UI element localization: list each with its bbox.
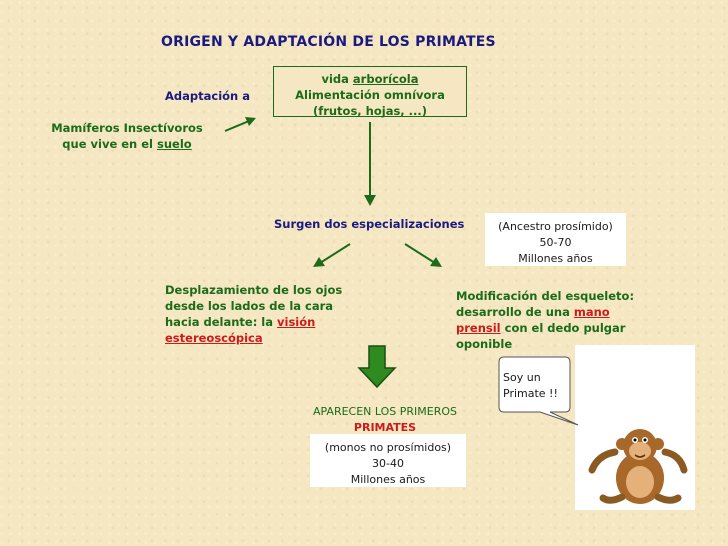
mamiferos-line1: Mamíferos Insectívoros [51, 121, 203, 135]
mamiferos-line2: que vive en el suelo [47, 136, 207, 152]
arrow-mamiferos-to-adaptacion [224, 117, 256, 132]
esqueleto-line2-prefix: desarrollo de una [456, 305, 574, 319]
speech-bubble [498, 356, 579, 426]
estereoscopica-link[interactable]: estereoscópica [165, 331, 263, 345]
esqueleto-line1: Modificación del esqueleto: [456, 289, 635, 303]
ancestro-line1: (Ancestro prosímido) [498, 220, 613, 233]
prensil-link[interactable]: prensil [456, 321, 501, 335]
vision-link[interactable]: visión [277, 315, 316, 329]
page-title: ORIGEN Y ADAPTACIÓN DE LOS PRIMATES [161, 34, 496, 50]
arboricola-link[interactable]: arborícola [352, 72, 419, 86]
arboricola-line1-prefix: vida [321, 72, 353, 86]
mano-link[interactable]: mano [573, 305, 610, 319]
mamiferos-line2-prefix: que vive en el [62, 137, 157, 151]
arboricola-line3: (frutos, hojas, ...) [312, 104, 428, 118]
aparecen-line2: PRIMATES [353, 421, 417, 434]
mamiferos-text: Mamíferos Insectívoros que vive en el su… [47, 120, 207, 152]
big-down-arrow [357, 345, 397, 389]
ojos-text: Desplazamiento de los ojos desde los lad… [165, 282, 365, 346]
ancestro-line2: 50-70 [539, 236, 572, 249]
esqueleto-line3: prensil con el dedo pulgar [456, 320, 656, 336]
arboricola-box: vida arborícola Alimentación omnívora (f… [273, 66, 467, 118]
arrow-to-ojos [313, 243, 351, 267]
ancestro-box: (Ancestro prosímido) 50-70 Millones años [485, 213, 626, 266]
adaptacion-label: Adaptación a [165, 89, 250, 103]
esqueleto-line2: desarrollo de una mano [456, 304, 656, 320]
ojos-line2: desde los lados de la cara [165, 299, 334, 313]
monos-line3: Millones años [350, 473, 426, 486]
aparecen-text: APARECEN LOS PRIMEROS PRIMATES [300, 404, 470, 436]
arboricola-line2: Alimentación omnívora [295, 88, 445, 102]
aparecen-line1: APARECEN LOS PRIMEROS [312, 405, 458, 418]
arboricola-line1: vida arborícola [274, 71, 466, 87]
speech-line2: Primate !! [503, 387, 558, 400]
ancestro-line3: Millones años [518, 252, 593, 265]
suelo-link[interactable]: suelo [157, 137, 192, 151]
esqueleto-line3-suffix: con el dedo pulgar [500, 321, 626, 335]
especializaciones-label: Surgen dos especializaciones [274, 217, 465, 231]
speech-line1: Soy un [503, 371, 541, 384]
ojos-line1: Desplazamiento de los ojos [165, 283, 343, 297]
arrow-to-esqueleto [404, 243, 442, 267]
ojos-line3: hacia delante: la visión [165, 314, 365, 330]
monos-line2: 30-40 [372, 457, 404, 470]
arrow-down-especializaciones [364, 122, 376, 206]
monos-box: (monos no prosímidos) 30-40 Millones año… [310, 434, 466, 487]
ojos-line3-prefix: hacia delante: la [165, 315, 277, 329]
esqueleto-text: Modificación del esqueleto: desarrollo d… [456, 288, 656, 352]
speech-text: Soy un Primate !! [503, 370, 567, 402]
monkey-illustration [588, 429, 688, 504]
monos-line1: (monos no prosímidos) [324, 441, 452, 454]
esqueleto-line4: oponible [456, 337, 513, 351]
ojos-line4: estereoscópica [165, 330, 365, 346]
